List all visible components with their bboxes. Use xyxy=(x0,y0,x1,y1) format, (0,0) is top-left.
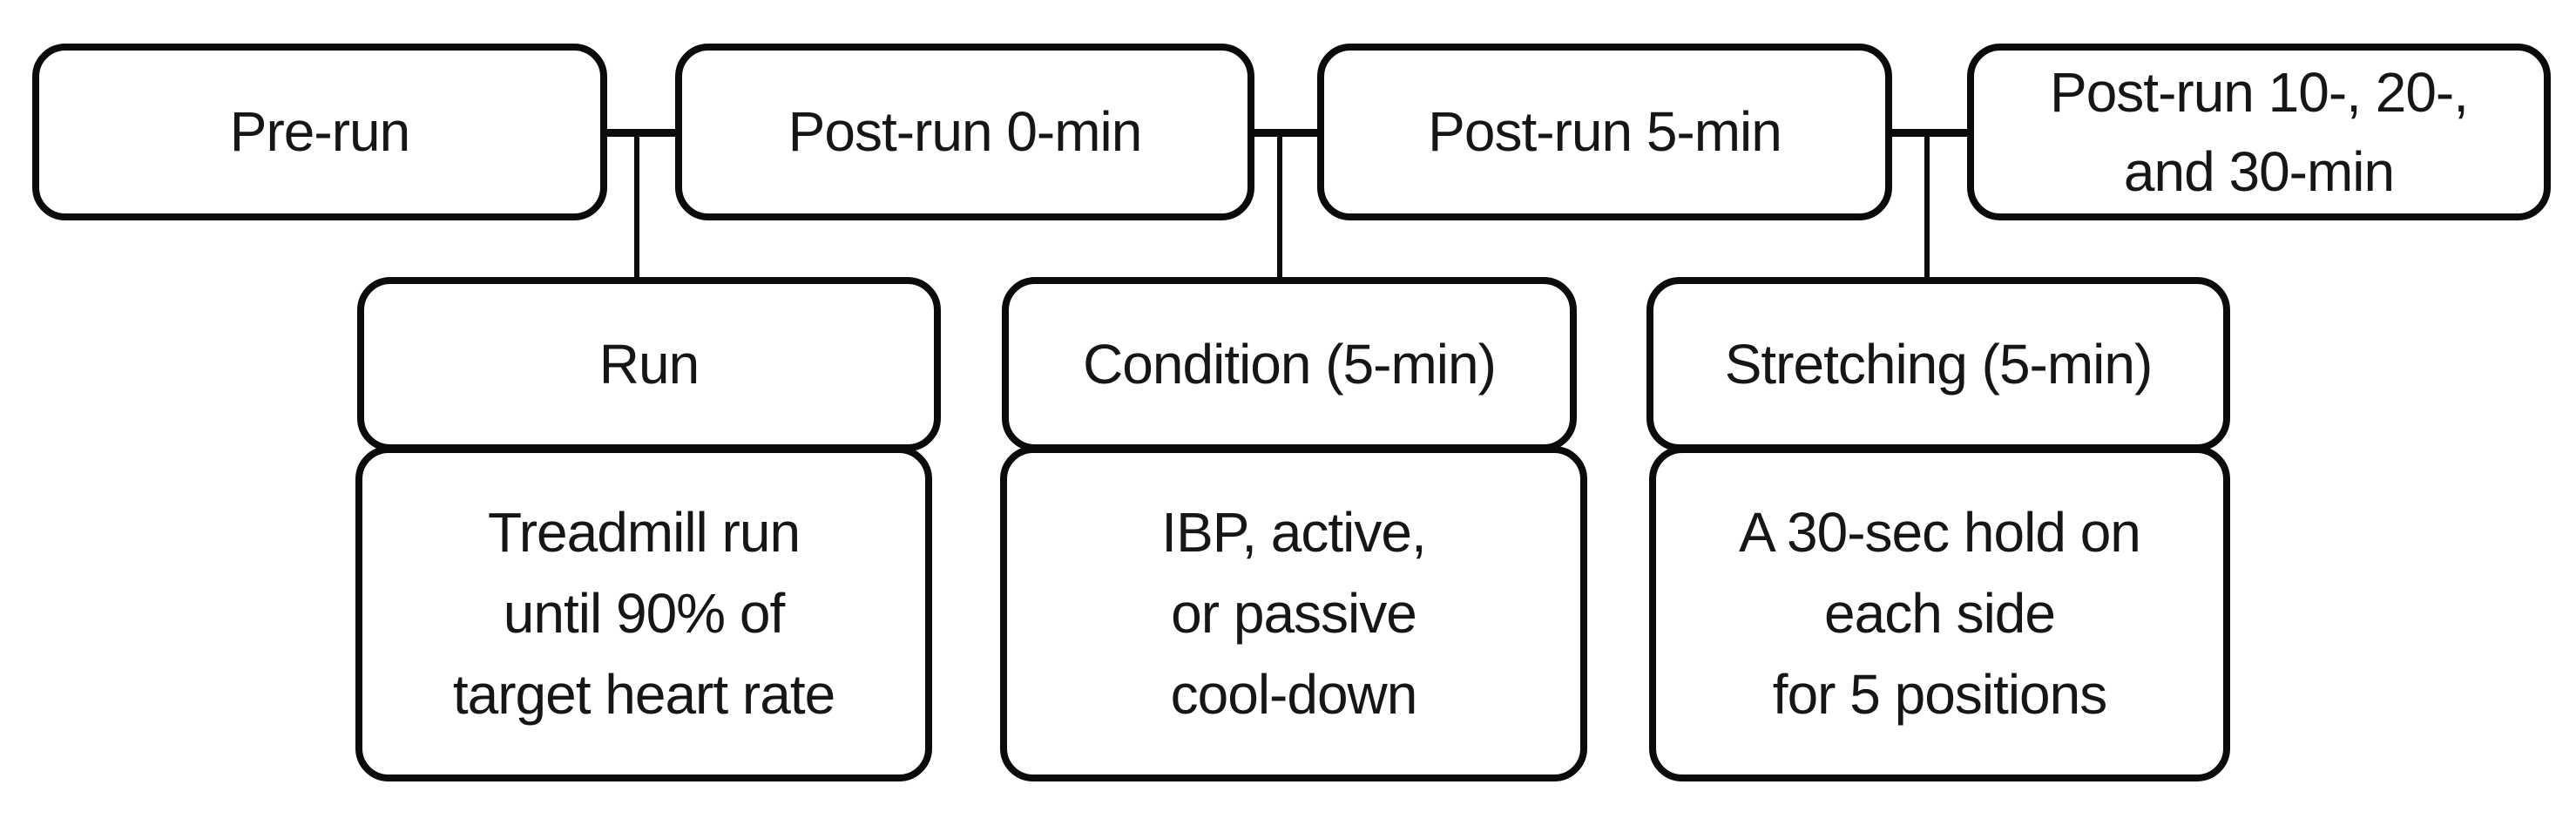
connector-down-to-condition xyxy=(1277,131,1282,286)
node-post-run-5-min-label: Post-run 5-min xyxy=(1428,100,1782,164)
node-condition-label: Condition (5-min) xyxy=(1083,332,1497,396)
node-pre-run: Pre-run xyxy=(32,44,607,220)
connector-down-to-stretching xyxy=(1924,131,1930,286)
node-run-detail-label: Treadmill run until 90% of target heart … xyxy=(452,501,835,726)
node-condition-detail: IBP, active, or passive cool-down xyxy=(1000,446,1587,781)
node-run-detail: Treadmill run until 90% of target heart … xyxy=(355,446,932,781)
node-stretching: Stretching (5-min) xyxy=(1646,277,2230,451)
node-condition: Condition (5-min) xyxy=(1002,277,1577,451)
node-post-run-5-min: Post-run 5-min xyxy=(1317,44,1892,220)
node-post-run-0-min: Post-run 0-min xyxy=(675,44,1254,220)
node-condition-detail-label: IBP, active, or passive cool-down xyxy=(1161,501,1426,726)
node-stretching-detail: A 30-sec hold on each side for 5 positio… xyxy=(1649,446,2230,781)
node-pre-run-label: Pre-run xyxy=(229,100,410,164)
node-post-run-10-20-30-min-label: Post-run 10-, 20-, and 30-min xyxy=(2050,60,2469,203)
node-run: Run xyxy=(357,277,941,451)
node-stretching-detail-label: A 30-sec hold on each side for 5 positio… xyxy=(1739,501,2141,726)
connector-down-to-run xyxy=(634,131,639,286)
node-stretching-label: Stretching (5-min) xyxy=(1724,332,2153,396)
node-post-run-10-20-30-min: Post-run 10-, 20-, and 30-min xyxy=(1967,44,2551,220)
connector-pre-to-post0 xyxy=(601,129,681,137)
node-post-run-0-min-label: Post-run 0-min xyxy=(788,100,1143,164)
node-run-label: Run xyxy=(598,332,700,396)
connector-post0-to-post5 xyxy=(1248,129,1323,137)
connector-post5-to-post10 xyxy=(1886,129,1973,137)
